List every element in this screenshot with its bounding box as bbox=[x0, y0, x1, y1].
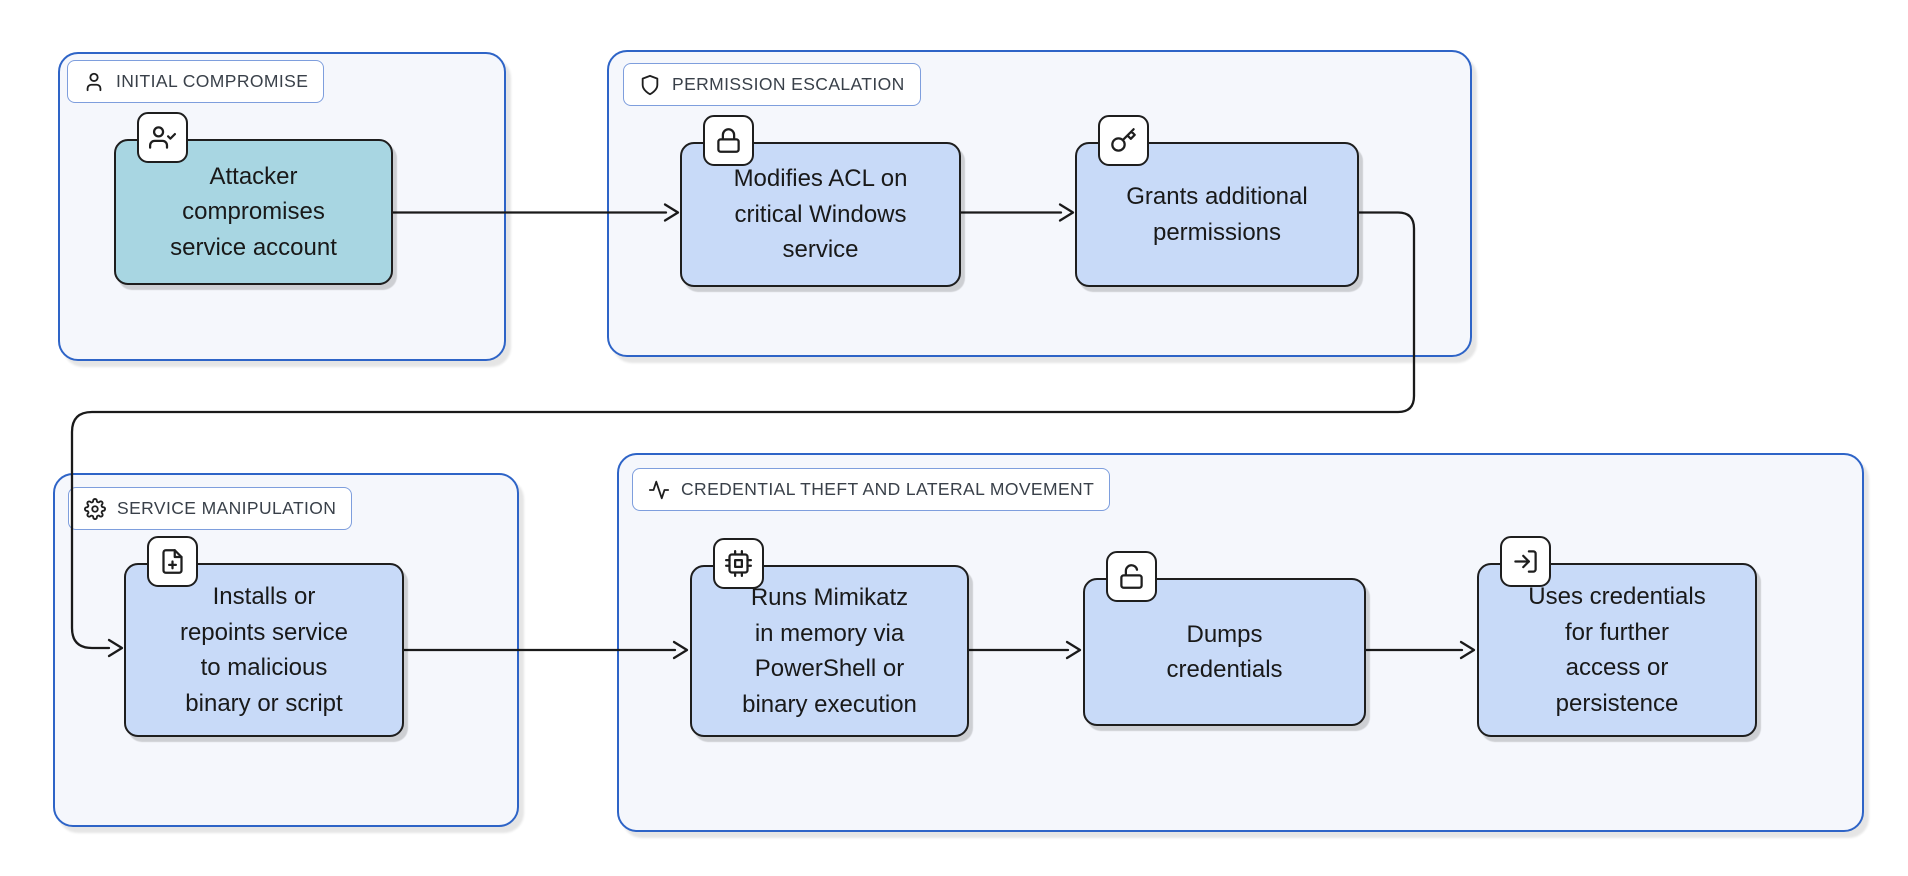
shield-icon bbox=[641, 74, 659, 95]
node-text: Installs or repoints service to maliciou… bbox=[179, 583, 349, 717]
group-label-service-manipulation: SERVICE MANIPULATION bbox=[68, 487, 353, 530]
cpu-icon bbox=[713, 538, 764, 589]
node-text: Attacker compromises service account bbox=[170, 162, 337, 261]
node-text: Dumps credentials bbox=[1166, 620, 1283, 684]
gear-icon bbox=[84, 497, 106, 520]
node-modifies-acl-on-critical-windows-service: Modifies ACL on critical Windows service bbox=[680, 115, 961, 287]
user-check-icon bbox=[137, 112, 188, 163]
group-label-initial-compromise: INITIAL COMPROMISE bbox=[67, 60, 325, 103]
file-plus-icon bbox=[147, 536, 198, 587]
unlock-icon bbox=[1106, 551, 1157, 602]
group-label-text: PERMISSION ESCALATION bbox=[672, 74, 905, 94]
lock-icon bbox=[703, 115, 754, 166]
node-uses-credentials: Uses credentials for further access or p… bbox=[1477, 536, 1757, 737]
node-installs-or-repoints-service: Installs or repoints service to maliciou… bbox=[124, 536, 404, 737]
node-text: Runs Mimikatz in memory via PowerShell o… bbox=[742, 584, 917, 718]
group-label-text: SERVICE MANIPULATION bbox=[117, 498, 337, 518]
activity-icon bbox=[648, 480, 670, 499]
group-label-text: CREDENTIAL THEFT AND LATERAL MOVEMENT bbox=[681, 479, 1095, 499]
node-text: Uses credentials for further access or p… bbox=[1528, 583, 1706, 717]
node-text: Modifies ACL on critical Windows service bbox=[733, 165, 908, 264]
node-text: Grants additional permissions bbox=[1126, 183, 1308, 246]
node-runs-mimikatz: Runs Mimikatz in memory via PowerShell o… bbox=[690, 538, 969, 737]
log-in-icon bbox=[1500, 536, 1551, 587]
node-grants-additional-permissions: Grants additional permissions bbox=[1075, 115, 1359, 287]
group-label-permission-escalation: PERMISSION ESCALATION bbox=[623, 63, 921, 106]
user-icon bbox=[86, 72, 102, 91]
key-icon bbox=[1098, 115, 1149, 166]
node-dumps-credentials: Dumps credentials bbox=[1083, 551, 1366, 726]
node-attacker-compromises-service-account: Attacker compromises service account bbox=[114, 112, 393, 285]
group-label-text: INITIAL COMPROMISE bbox=[116, 71, 309, 91]
group-label-credential-theft: CREDENTIAL THEFT AND LATERAL MOVEMENT bbox=[632, 468, 1111, 511]
